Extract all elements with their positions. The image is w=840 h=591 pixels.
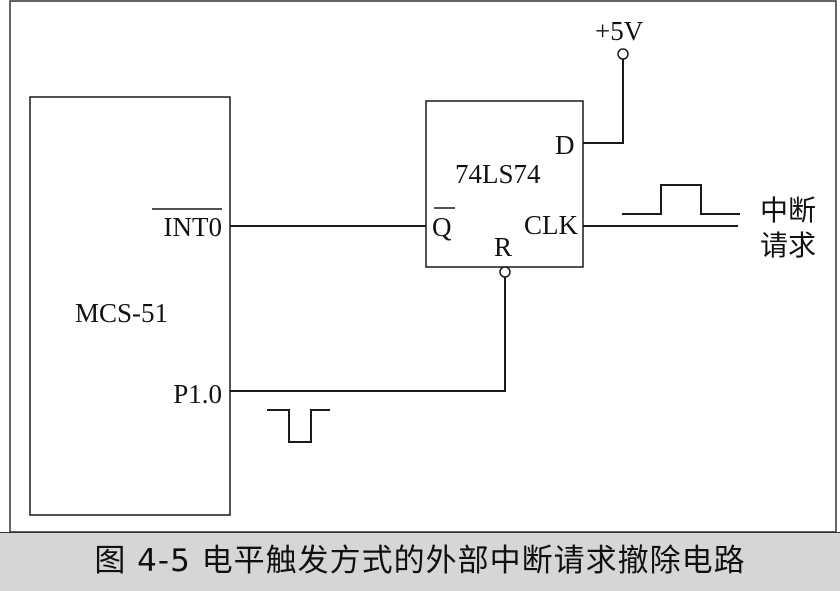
mcu-pin-int0: INT0: [164, 212, 222, 242]
caption-bar: 图 4-5 电平触发方式的外部中断请求撤除电路: [0, 532, 840, 591]
flipflop-pin-r: R: [494, 232, 512, 262]
mcu-name: MCS-51: [75, 298, 168, 328]
supply-label: +5V: [595, 16, 644, 46]
p10-reset-wire: [230, 277, 506, 392]
clk-pulse-waveform: [622, 184, 740, 215]
reset-terminal: [499, 266, 511, 278]
figure-caption: 图 4-5 电平触发方式的外部中断请求撤除电路: [94, 543, 746, 579]
supply-wire: [583, 59, 624, 144]
supply-terminal: [617, 48, 629, 60]
p10-pulse-waveform: [267, 409, 330, 443]
flipflop-block: [425, 100, 584, 268]
flipflop-pin-clk: CLK: [524, 210, 579, 240]
flipflop-pin-q: Q: [432, 212, 452, 242]
flipflop-pin-d: D: [555, 130, 575, 160]
mcu-block: [29, 96, 231, 516]
request-label-line1: 中断: [760, 194, 816, 227]
mcu-pin-p10: P1.0: [173, 379, 222, 409]
flipflop-name: 74LS74: [455, 159, 541, 189]
request-label-line2: 请求: [760, 229, 816, 262]
